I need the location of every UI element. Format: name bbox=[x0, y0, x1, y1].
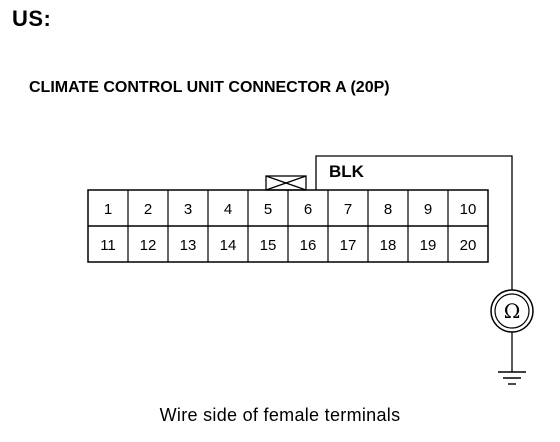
pin-19: 19 bbox=[420, 237, 437, 254]
wire-color-label: BLK bbox=[329, 162, 364, 181]
pin-20: 20 bbox=[460, 237, 477, 254]
wire-to-meter bbox=[315, 155, 513, 290]
pin-12: 12 bbox=[140, 237, 157, 254]
ohm-symbol: Ω bbox=[504, 299, 521, 323]
pin-5: 5 bbox=[264, 201, 272, 218]
lock-tab-icon bbox=[265, 175, 307, 191]
pin-4: 4 bbox=[224, 201, 232, 218]
column-dividers bbox=[127, 190, 449, 262]
pin-15: 15 bbox=[260, 237, 277, 254]
pin-3: 3 bbox=[184, 201, 192, 218]
ohmmeter-icon: Ω bbox=[490, 289, 534, 333]
diagram-caption: Wire side of female terminals bbox=[159, 405, 401, 425]
ground-icon bbox=[498, 371, 526, 385]
pin-11: 11 bbox=[100, 237, 116, 254]
pin-1: 1 bbox=[104, 201, 112, 218]
pin-18: 18 bbox=[380, 237, 397, 254]
pin-17: 17 bbox=[340, 237, 357, 254]
pin-9: 9 bbox=[424, 201, 432, 218]
region-label: US: bbox=[12, 6, 52, 31]
pin-10: 10 bbox=[460, 201, 477, 218]
pin-13: 13 bbox=[180, 237, 197, 254]
pin-row-top: 1 2 3 4 5 6 7 8 9 10 bbox=[104, 201, 477, 218]
test-lead-wire bbox=[315, 155, 513, 372]
pin-16: 16 bbox=[300, 237, 317, 254]
pin-6: 6 bbox=[304, 201, 312, 218]
pin-8: 8 bbox=[384, 201, 392, 218]
pin-7: 7 bbox=[344, 201, 352, 218]
pin-2: 2 bbox=[144, 201, 152, 218]
pin-row-bottom: 11 12 13 14 15 16 17 18 19 20 bbox=[100, 237, 476, 254]
connector-title: CLIMATE CONTROL UNIT CONNECTOR A (20P) bbox=[29, 79, 390, 96]
pin-14: 14 bbox=[220, 237, 237, 254]
